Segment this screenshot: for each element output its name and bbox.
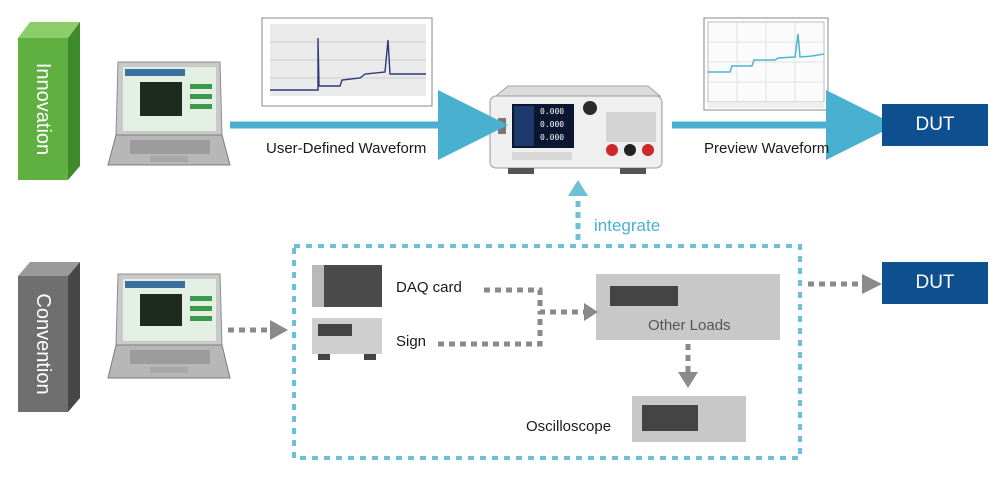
convention-block (18, 262, 80, 412)
arrow-sign-to-loads (438, 312, 543, 347)
oscilloscope-label: Oscilloscope (526, 418, 612, 435)
other-loads-label: Other Loads (648, 317, 731, 334)
sign-generator-icon (312, 318, 382, 360)
oscilloscope-display (642, 405, 698, 431)
laptop-top-icon (107, 61, 231, 166)
daq-card-label: DAQ card (396, 279, 462, 296)
device-display-value-3: 0.000 (540, 133, 565, 142)
arrow-daq-to-loads (484, 287, 586, 315)
electronic-load-device (489, 85, 663, 174)
device-display: 0.000 0.000 0.000 (540, 105, 574, 144)
convention-label: Convention (32, 293, 54, 395)
user-defined-waveform-label: User-Defined Waveform (266, 140, 427, 157)
innovation-block (18, 22, 80, 180)
innovation-label: Innovation (32, 62, 54, 156)
convention-dashed-frame (292, 244, 802, 460)
sign-label: Sign (396, 333, 427, 350)
daq-card-icon (312, 265, 382, 307)
device-display-value-1: 0.000 (540, 107, 565, 116)
dut-top-box: DUT (882, 104, 988, 146)
other-loads-box (596, 274, 780, 340)
preview-waveform-thumbnail (703, 17, 829, 111)
dut-bottom-box: DUT (882, 262, 988, 304)
preview-waveform-label: Preview Waveform (704, 140, 830, 157)
user-waveform-thumbnail (261, 17, 433, 107)
other-loads-display (610, 286, 678, 306)
laptop-bottom-icon (107, 273, 231, 379)
integrate-label: integrate (594, 216, 661, 235)
device-display-value-2: 0.000 (540, 120, 565, 129)
